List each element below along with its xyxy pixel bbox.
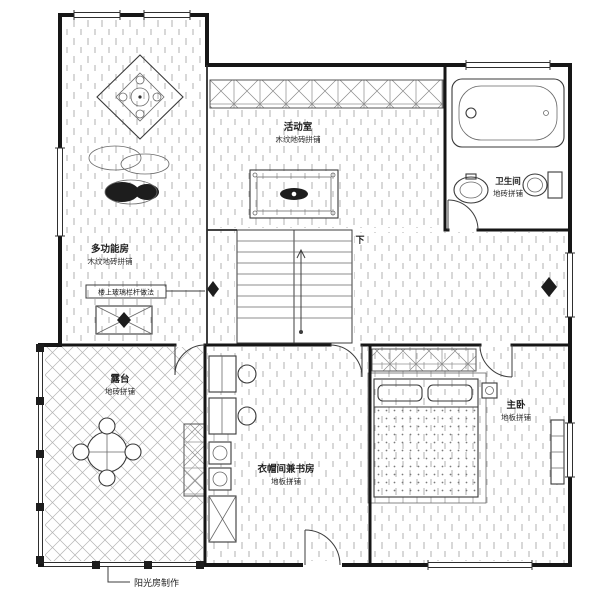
tv-cabinet: [550, 419, 565, 485]
door-bedroom: [479, 344, 513, 378]
appliance-1: [208, 441, 232, 465]
svg-text:露台: 露台: [110, 373, 130, 385]
svg-text:主卧: 主卧: [506, 399, 526, 411]
bathtub: [451, 78, 565, 148]
window-right-1: [565, 252, 575, 318]
svg-text:地板拼铺: 地板拼铺: [271, 476, 301, 486]
railing-note-box: 楼上玻璃栏杆做法: [85, 284, 205, 299]
floor-corridor-right: [354, 232, 568, 343]
window-top-2: [143, 10, 191, 20]
sunroom-note: 阳光房制作: [107, 567, 179, 589]
game-table: [249, 169, 339, 219]
window-top-1: [73, 10, 121, 20]
wardrobe-bedroom: [371, 348, 477, 372]
door-study: [329, 344, 363, 378]
door-gap-study-bottom: [303, 561, 342, 570]
cabinet-study-bottom: [208, 495, 237, 543]
bed: [367, 372, 487, 504]
room-label-master-bedroom: 主卧 地板拼铺: [501, 399, 531, 422]
bench-table: [95, 305, 153, 335]
room-label-activity: 活动室 木纹地砖拼铺: [276, 121, 321, 144]
room-label-multifunction: 多功能房 木纹地砖拼铺: [88, 243, 133, 266]
stair-down-label: 下: [355, 235, 364, 246]
sunroom-note-text: 阳光房制作: [134, 577, 179, 589]
piano: [104, 179, 159, 205]
desk-1: [208, 355, 257, 393]
window-left: [55, 147, 65, 237]
svg-text:地砖拼铺: 地砖拼铺: [493, 188, 523, 198]
appliance-2: [208, 467, 232, 491]
svg-text:地板拼铺: 地板拼铺: [501, 412, 531, 422]
svg-text:活动室: 活动室: [284, 121, 313, 133]
sunroom-glass-left: [35, 344, 45, 564]
room-label-study: 衣帽间兼书房 地板拼铺: [257, 463, 314, 486]
floor-activity: [209, 108, 443, 228]
svg-text:衣帽间兼书房: 衣帽间兼书房: [257, 463, 314, 475]
outer-wall: [38, 13, 572, 567]
door-terrace: [174, 344, 206, 376]
sink: [453, 173, 489, 204]
desk-2: [208, 397, 257, 435]
window-bathroom-top: [465, 60, 551, 70]
wall-ornament-right: [541, 277, 557, 297]
cabinet-run-activity: [209, 79, 444, 109]
svg-text:地砖拼铺: 地砖拼铺: [105, 386, 135, 396]
railing-note-text: 楼上玻璃栏杆做法: [98, 288, 154, 297]
wall-ornament-left: [207, 281, 219, 297]
svg-text:木纹地砖拼铺: 木纹地砖拼铺: [88, 256, 133, 266]
door-study-bottom: [304, 529, 341, 566]
fan-decor: [88, 145, 170, 175]
door-bathroom: [447, 199, 479, 231]
nightstand: [481, 382, 498, 399]
room-label-terrace: 露台 地砖拼铺: [105, 373, 135, 396]
ceiling-diamond-motif: [96, 54, 184, 140]
window-right-2: [565, 422, 575, 478]
cabinet-terrace-wall: [183, 423, 205, 497]
svg-text:卫生间: 卫生间: [495, 176, 521, 187]
svg-text:多功能房: 多功能房: [91, 243, 129, 255]
sunroom-glass-bottom: [44, 561, 204, 570]
staircase: [236, 229, 353, 344]
room-label-bathroom: 卫生间 地砖拼铺: [493, 176, 523, 198]
window-bedroom-bottom: [427, 560, 533, 570]
round-table-set: [72, 417, 142, 487]
toilet: [522, 171, 563, 199]
svg-text:木纹地砖拼铺: 木纹地砖拼铺: [276, 134, 321, 144]
